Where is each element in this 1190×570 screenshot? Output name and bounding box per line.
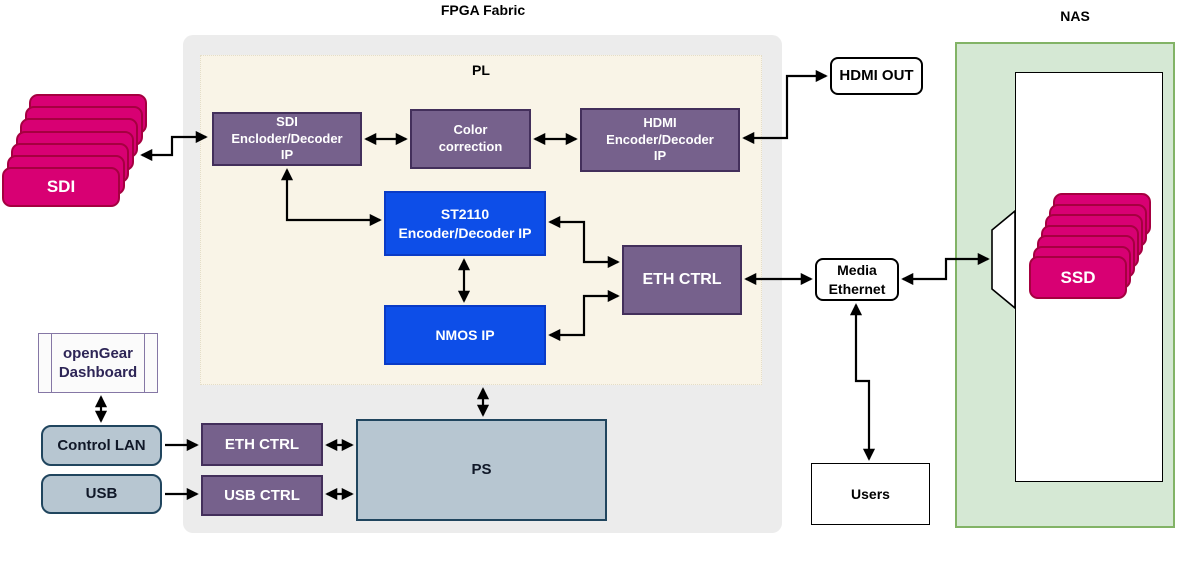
nas-title: NAS <box>1060 8 1090 24</box>
users-node: Users <box>811 463 930 525</box>
ssd-stack-label: SSD <box>1060 267 1096 287</box>
media-ethernet-node: Media Ethernet <box>815 258 899 301</box>
block-eth-ctrl-ps: ETH CTRL <box>201 423 323 466</box>
block-sdi-encoder-decoder-ip: SDI Encloder/Decoder IP <box>212 112 362 166</box>
sdi-front-card: SDI <box>2 167 120 207</box>
ssd-front-card: SSD <box>1029 256 1127 299</box>
fpga-fabric-title: FPGA Fabric <box>440 2 526 18</box>
block-usb-ctrl: USB CTRL <box>201 475 323 516</box>
sdi-stack: SDI <box>0 90 160 215</box>
usb-node: USB <box>41 474 162 514</box>
block-st2110-encoder-decoder-ip: ST2110 Encoder/Decoder IP <box>384 191 546 256</box>
ssd-stack: SSD <box>1025 190 1165 305</box>
connector-media-ethernet-users <box>849 303 876 461</box>
block-eth-ctrl-pl: ETH CTRL <box>622 245 742 315</box>
block-ps: PS <box>356 419 607 521</box>
block-nmos-ip: NMOS IP <box>384 305 546 365</box>
control-lan-node: Control LAN <box>41 425 162 466</box>
pl-label: PL <box>472 62 490 78</box>
block-hdmi-encoder-decoder-ip: HDMI Encoder/Decoder IP <box>580 108 740 172</box>
opengear-dashboard-node: openGear Dashboard <box>38 333 158 393</box>
block-color-correction: Color correction <box>410 109 531 169</box>
sdi-stack-label: SDI <box>46 177 76 196</box>
hdmi-out-node: HDMI OUT <box>830 57 923 95</box>
